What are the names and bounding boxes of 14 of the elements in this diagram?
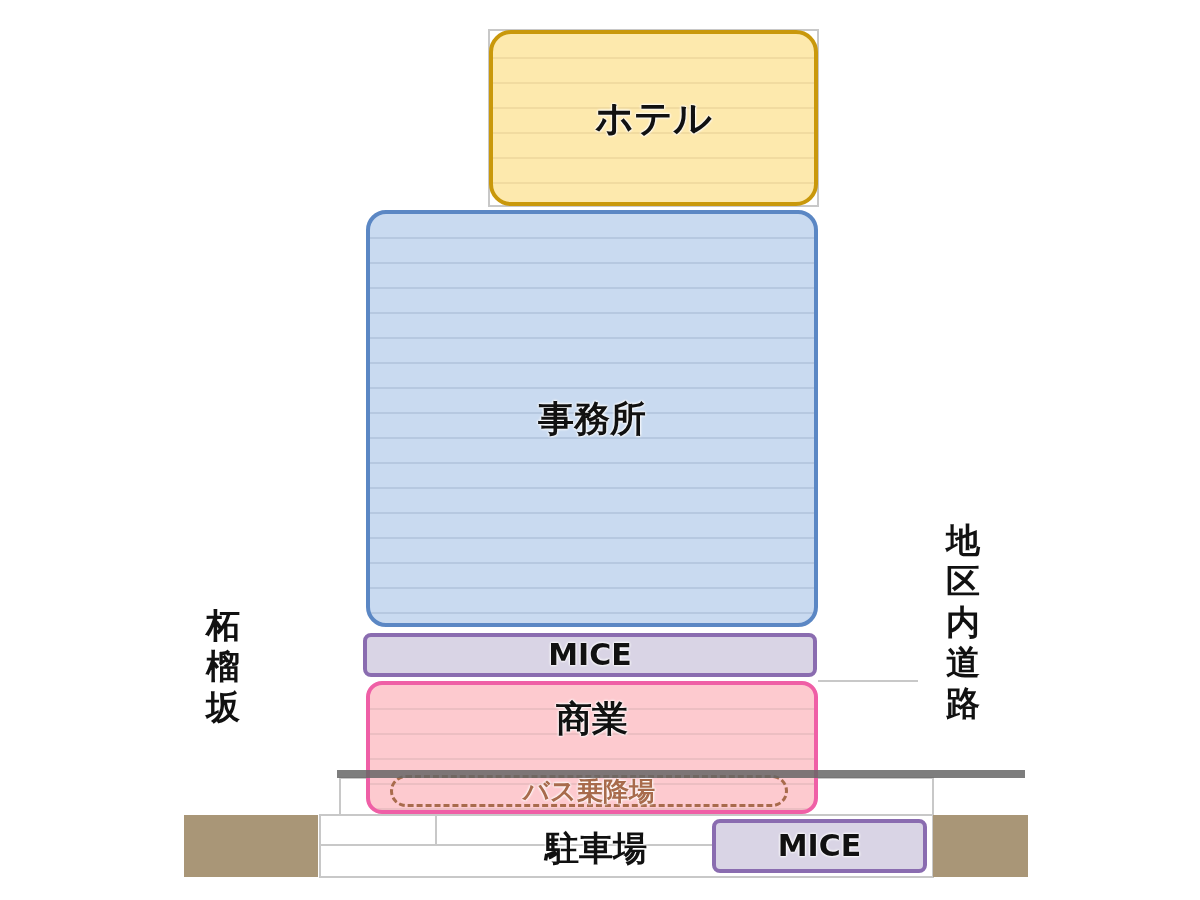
hotel-box: [489, 30, 818, 206]
mice-box: [712, 819, 927, 873]
box-label: MICE: [548, 640, 632, 670]
box-label: バス乗降場: [523, 778, 655, 804]
box-label: 商業: [556, 701, 628, 737]
box-label: 事務所: [538, 400, 646, 437]
street-label: 地区内道路: [945, 520, 981, 724]
box-label: ホテル: [595, 99, 712, 137]
floor-label: 駐車場: [545, 828, 647, 869]
commercial-box: [366, 681, 818, 814]
office-box: [366, 210, 818, 627]
box-label: MICE: [777, 831, 862, 861]
mice-box: [363, 633, 817, 677]
street-label: 柘榴坂: [205, 605, 241, 728]
